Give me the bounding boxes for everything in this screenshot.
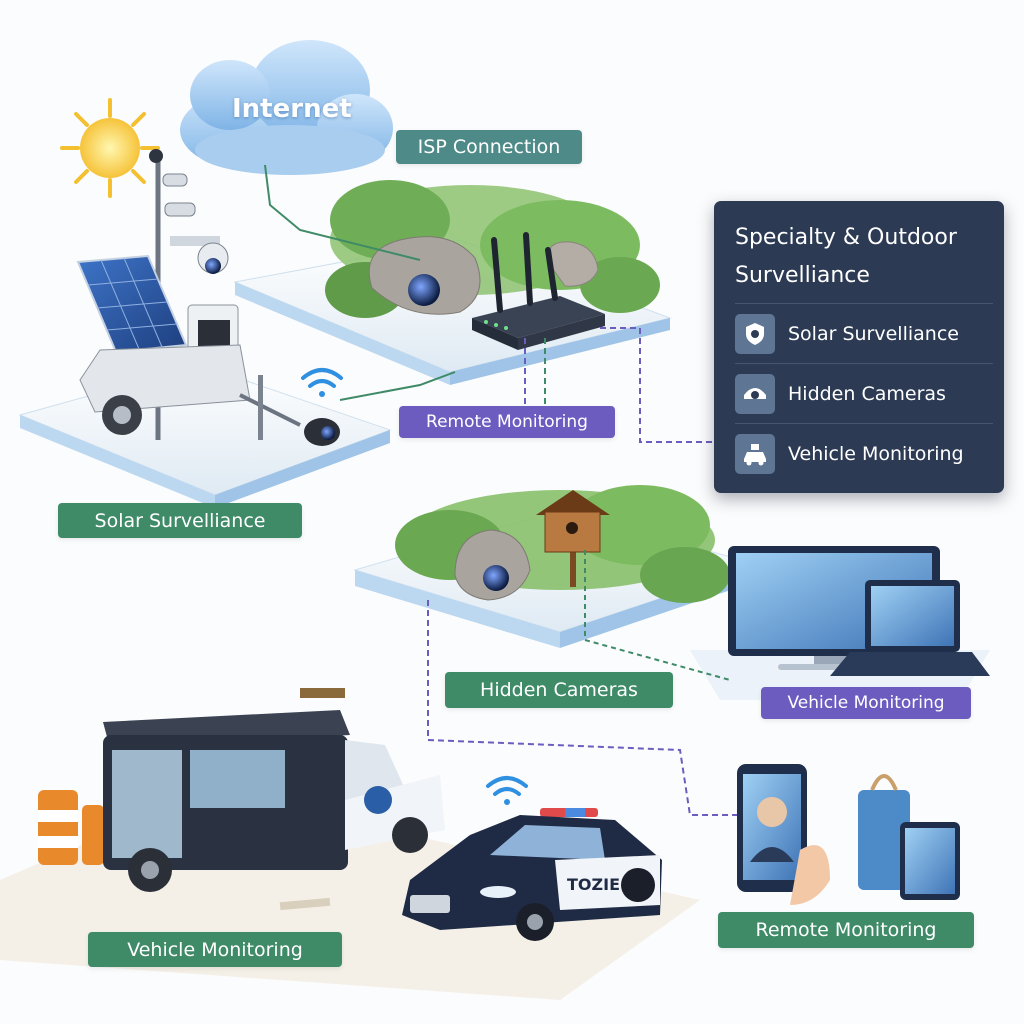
specialty-surveillance-panel: Specialty & Outdoor Survelliance Solar S… xyxy=(714,201,1004,493)
solar-surveillance-tag: Solar Survelliance xyxy=(58,503,302,538)
panel-divider xyxy=(735,363,993,364)
panel-divider xyxy=(735,303,993,304)
vehicle-camera-icon xyxy=(735,434,775,474)
panel-divider xyxy=(735,423,993,424)
wifi-icon xyxy=(486,776,528,805)
panel-item-hidden-cameras: Hidden Cameras xyxy=(735,371,999,417)
panel-item-label: Solar Survelliance xyxy=(788,323,959,345)
hidden-cameras-tag: Hidden Cameras xyxy=(445,672,673,708)
wifi-icon xyxy=(301,368,343,397)
vehicle-monitoring-tag-bottom: Vehicle Monitoring xyxy=(88,932,342,967)
panel-item-label: Hidden Cameras xyxy=(788,383,946,405)
traffic-cone-icon xyxy=(38,790,104,865)
panel-item-solar: Solar Survelliance xyxy=(735,311,999,357)
dome-camera-icon xyxy=(735,374,775,414)
solar-trailer-icon xyxy=(76,149,340,446)
mobile-devices-icon xyxy=(737,764,960,905)
remote-monitoring-tag-top: Remote Monitoring xyxy=(399,406,615,438)
internet-cloud-icon xyxy=(180,40,393,175)
panel-title: Specialty & Outdoor Survelliance xyxy=(735,225,957,288)
sun-icon xyxy=(60,98,160,198)
router-icon xyxy=(472,232,605,350)
connector-lines xyxy=(264,164,737,816)
vehicle-monitoring-tag-right: Vehicle Monitoring xyxy=(761,687,971,719)
police-car-door-text: TOZIE xyxy=(567,875,620,894)
shield-camera-icon xyxy=(735,314,775,354)
rock-camera-icon xyxy=(368,236,599,315)
birdhouse-camera-icon xyxy=(536,490,610,587)
internet-label: Internet xyxy=(232,94,352,124)
panel-item-vehicle: Vehicle Monitoring xyxy=(735,431,999,477)
isp-connection-tag: ISP Connection xyxy=(396,130,582,164)
police-car-icon xyxy=(402,808,662,941)
monitoring-workstation-icon xyxy=(690,546,990,700)
surveillance-truck-icon xyxy=(103,688,445,892)
rock-camera-icon xyxy=(454,529,531,601)
remote-monitoring-tag-bottom: Remote Monitoring xyxy=(718,912,974,948)
panel-item-label: Vehicle Monitoring xyxy=(788,443,964,465)
